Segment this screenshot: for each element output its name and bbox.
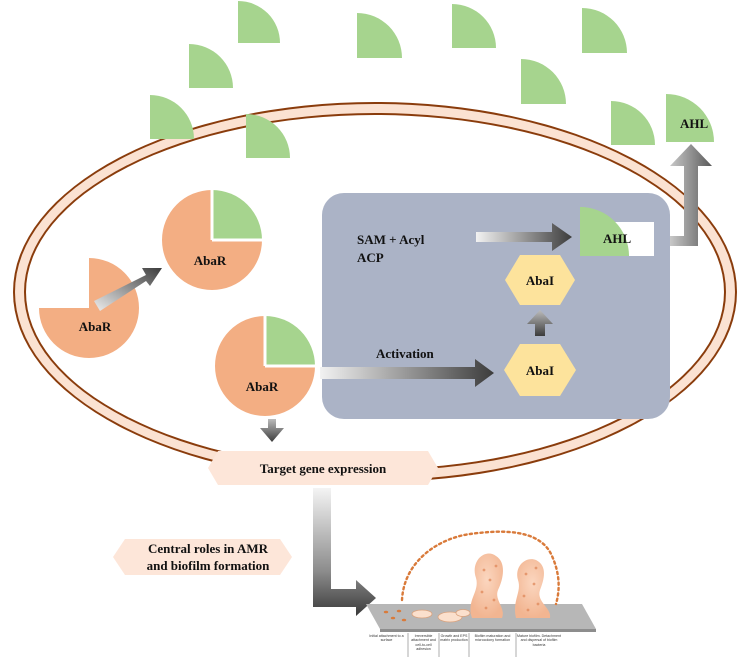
ahl-molecule-icon — [521, 59, 566, 104]
ahl-molecule-icon — [246, 114, 290, 158]
abai-lower-hexagon-icon — [504, 344, 576, 396]
ahl-molecule-icon — [189, 44, 233, 88]
ahl-molecules-extracellular: AHL — [150, 1, 714, 158]
abai-up-arrow — [527, 310, 553, 336]
abai-upper-label: AbaI — [526, 273, 554, 288]
ahl-molecule-icon — [452, 4, 496, 48]
abar-bound-top-label: AbaR — [194, 253, 227, 268]
expression-down-arrow — [260, 419, 284, 442]
abar-bound-center-ahl-icon — [265, 316, 315, 366]
abar-bound-top-ahl-icon — [212, 190, 262, 240]
biofilm-elbow-arrow — [313, 488, 376, 616]
biofilm-dispersal-path — [400, 530, 560, 606]
biofilm-stage-caption-3: Growth and EPS matrix production — [440, 634, 468, 643]
abar-free-receptor-icon — [39, 258, 139, 358]
biofilm-stages-illustration — [366, 530, 596, 657]
central-roles-label-line1: Central roles in AMR — [148, 541, 269, 556]
target-gene-label: Target gene expression — [260, 461, 387, 476]
central-roles-banner — [113, 539, 292, 575]
ahl-export-arrow — [654, 144, 712, 246]
substrate-label-line1: SAM + Acyl — [357, 232, 425, 247]
ahl-molecule-icon — [611, 101, 655, 145]
ahl-molecule-icon — [357, 13, 402, 58]
substrate-label-line2: ACP — [357, 250, 384, 265]
abai-upper-hexagon-icon — [505, 255, 575, 305]
abar-bound-center-label: AbaR — [246, 379, 279, 394]
ahl-molecule-icon — [238, 1, 280, 43]
biofilm-microcolony — [470, 553, 503, 618]
ahl-outside-label: AHL — [680, 116, 709, 131]
ahl-molecule-inside-overlay — [580, 207, 629, 256]
biofilm-stage-caption-5: Mature biofilm. Detachment and dispersal… — [517, 634, 561, 647]
abar-binding-arrow — [94, 268, 162, 311]
biofilm-stage-caption-4: Biofilm maturation and microcolony forma… — [474, 634, 511, 643]
activation-label: Activation — [376, 346, 435, 361]
ahl-inside-label: AHL — [603, 231, 632, 246]
substrate-to-ahl-arrow — [476, 223, 572, 251]
ahl-molecule-icon — [582, 8, 627, 53]
abai-lower-label: AbaI — [526, 363, 554, 378]
central-roles-label-line2: and biofilm formation — [147, 558, 271, 573]
target-gene-banner — [208, 451, 438, 485]
ahl-molecule-icon — [150, 95, 194, 139]
activation-arrow — [320, 359, 494, 387]
abar-bound-top: AbaR — [162, 190, 262, 290]
abar-free-label: AbaR — [79, 319, 112, 334]
biofilm-stage-caption-2: Irreversible attachment and cell-to-cell… — [411, 634, 436, 651]
abar-bound-center: AbaR — [215, 316, 315, 416]
biofilm-mature — [515, 559, 551, 618]
ahl-molecule-outside-icon — [666, 94, 714, 142]
biofilm-stage-caption-1: Initial attachment to a surface — [369, 634, 404, 643]
